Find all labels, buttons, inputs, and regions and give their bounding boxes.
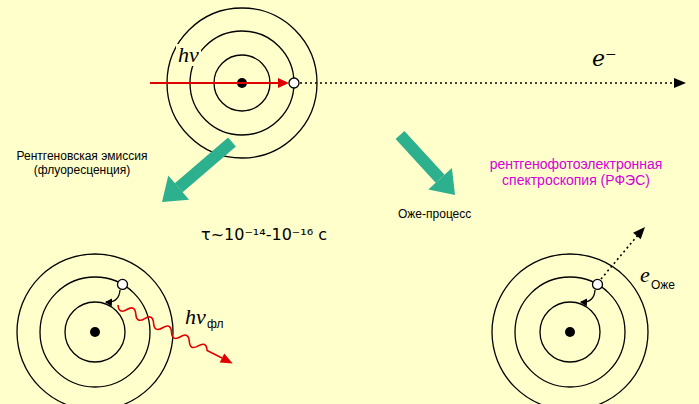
photon-arrow	[150, 82, 280, 84]
branch-arrowhead	[162, 176, 189, 202]
method-label: рентгенофотоэлектронная спектроскопия (Р…	[465, 156, 687, 188]
photoelectron-path	[300, 82, 676, 84]
photon-arrowhead	[278, 78, 289, 88]
nucleus	[565, 327, 575, 337]
vacancy	[289, 78, 299, 88]
process-label: Оже-процесс	[398, 208, 471, 222]
electron-transition	[581, 290, 595, 302]
electron-label: e	[640, 262, 650, 287]
auger-electron-path	[601, 235, 638, 279]
subscript: Оже	[651, 279, 675, 293]
branch-arrow	[400, 135, 440, 179]
electron-label: e⁻	[592, 46, 617, 71]
auger-arrowhead	[633, 227, 645, 239]
time-label: τ~10⁻¹⁴-10⁻¹⁶ с	[178, 226, 350, 244]
photoelectron-arrowhead	[674, 78, 686, 88]
vacancy	[118, 279, 128, 289]
vacancy	[593, 279, 603, 289]
fluorescence-photon	[118, 305, 222, 358]
subscript: фл	[207, 318, 224, 332]
photon-label: hν	[176, 44, 201, 66]
atom-right	[492, 254, 648, 404]
branch-arrowhead	[428, 168, 455, 195]
branch-arrow	[179, 142, 232, 188]
electron-transition	[106, 290, 120, 302]
atom-left	[17, 254, 173, 404]
nucleus	[90, 327, 100, 337]
photon-label: hν	[185, 304, 206, 329]
process-label: Рентгеновская эмиссия (флуоресценция)	[16, 150, 148, 178]
fluorescence-arrowhead	[220, 354, 233, 364]
